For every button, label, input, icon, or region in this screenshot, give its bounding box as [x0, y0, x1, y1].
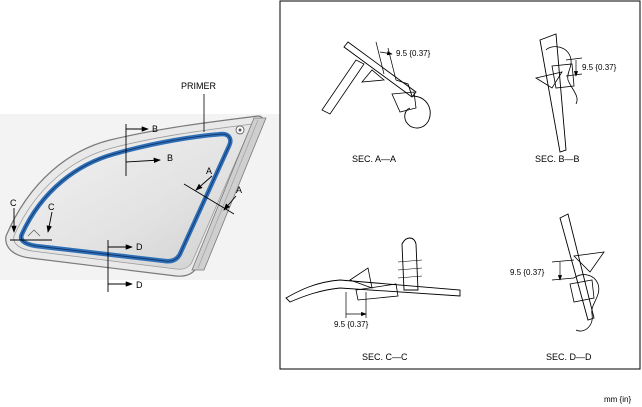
section-a-detail: 9.5 {0.37} SEC. A—A — [321, 41, 431, 164]
section-c-detail: 9.5 {0.37} SEC. C—C — [285, 237, 461, 362]
section-b-dimension: 9.5 {0.37} — [582, 63, 617, 72]
section-a-dimension: 9.5 {0.37} — [396, 49, 431, 58]
section-b-marker-top: B — [152, 124, 158, 134]
primer-label: PRIMER — [181, 81, 217, 91]
section-d-dimension: 9.5 {0.37} — [510, 268, 545, 277]
section-a-caption: SEC. A—A — [352, 154, 396, 164]
section-b-marker-bottom: B — [167, 153, 173, 163]
section-c-dimension: 9.5 {0.37} — [334, 320, 369, 329]
section-d-marker-bottom: D — [136, 280, 143, 290]
section-c-marker-right: C — [48, 202, 55, 212]
section-a-marker-bottom: A — [236, 185, 242, 195]
quarter-glass-overview: PRIMER B B A A C C D D — [0, 81, 280, 292]
section-c-marker-left: C — [10, 198, 17, 208]
section-b-detail: 9.5 {0.37} SEC. B—B — [534, 33, 617, 164]
section-c-caption: SEC. C—C — [362, 352, 408, 362]
section-panel — [279, 0, 641, 370]
section-d-detail: 9.5 {0.37} SEC. D—D — [510, 213, 605, 362]
section-a-marker-top: A — [206, 166, 212, 176]
glass-pane — [13, 123, 253, 270]
section-b-caption: SEC. B—B — [535, 154, 580, 164]
section-d-marker-top: D — [136, 242, 143, 252]
pillar-trim — [191, 117, 267, 271]
section-d-caption: SEC. D—D — [546, 352, 592, 362]
unit-label: mm {in} — [604, 395, 631, 404]
